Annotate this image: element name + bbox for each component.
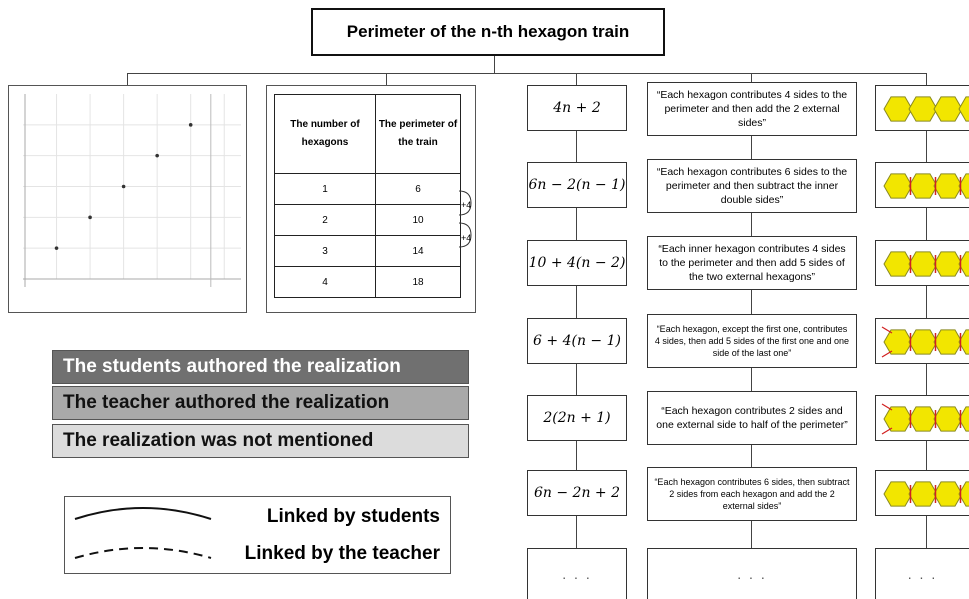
hexagon-shape [883,96,913,122]
increment-bracket [458,190,472,216]
data-point [88,215,92,220]
table-cell: 18 [375,266,461,298]
legend-not-mentioned: The realization was not mentioned [52,424,469,458]
hexagon-shape [908,173,938,199]
hexagon-train-drawing [883,481,969,507]
increment-brackets [458,190,472,248]
explanation-box: “Each hexagon contributes 6 sides, then … [647,467,857,521]
hexagon-train-drawing [883,251,969,277]
explanation-box: “Each hexagon contributes 6 sides to the… [647,159,857,213]
data-point [155,153,159,158]
perimeter-table-panel: The number of hexagons The perimeter of … [266,85,476,313]
hexagon-shape [958,251,969,277]
diagram-title: Perimeter of the n-th hexagon train [311,8,665,56]
table-cell: 2 [274,204,376,236]
hexagon-shape [958,481,969,507]
hexagon-train-image [875,162,969,208]
hexagon-train-image [875,395,969,441]
hexagon-train-drawing [881,403,969,435]
expression-box: 6n − 2n + 2 [527,470,627,516]
link-students-label: Linked by students [266,506,440,527]
table-row: 2 10 [274,204,461,236]
table-cell: 10 [375,204,461,236]
hexagon-shape [933,329,963,355]
hexagon-shape [933,481,963,507]
table-row: 1 6 [274,173,461,205]
hexagon-shape [883,481,913,507]
link-teacher-label: Linked by the teacher [244,543,440,564]
connector-scatter [127,73,128,85]
scatter-plot-panel [8,85,247,313]
mark-line [881,350,893,358]
expression-box: 10 + 4(n − 2) [527,240,627,286]
link-legend: Linked by students Linked by the teacher [64,496,451,574]
hexagon-shape [933,173,963,199]
link-students-row: Linked by students [65,499,450,535]
increment-label: +4 [461,233,472,243]
hexagon-shape [908,329,938,355]
hexagon-train-drawing [883,173,969,199]
explanation-ellipsis: . . . [647,548,857,599]
table-row: 3 14 [274,235,461,267]
perimeter-table: The number of hexagons The perimeter of … [274,94,461,298]
table-cell: 3 [274,235,376,267]
hexagon-shape [883,173,913,199]
hexagon-shape [908,481,938,507]
connector-table [386,73,387,85]
hexagon-shape [958,329,969,355]
data-point [188,123,193,127]
explanation-box: “Each hexagon, except the first one, con… [647,314,857,368]
table-header-hexagons: The number of hexagons [274,94,376,174]
hexagon-shape [933,406,963,432]
hexagon-shape [933,251,963,277]
hexagon-shape [883,329,913,355]
mark-line [881,427,893,435]
explanation-box: “Each inner hexagon contributes 4 sides … [647,236,857,290]
connector-horizontal [127,73,927,74]
expression-box: 2(2n + 1) [527,395,627,441]
hexagon-train-image [875,318,969,364]
dashed-arc-icon [74,547,212,559]
hexagon-shape [908,251,938,277]
increment-label: +4 [461,200,472,210]
hexagon-shape [883,251,913,277]
legend-students-authored: The students authored the realization [52,350,469,384]
mark-line [881,403,893,411]
connector-title-stem [494,56,495,73]
hexagon-train-drawing [883,96,969,122]
table-cell: 1 [274,173,376,205]
hexagon-train-image [875,470,969,516]
table-cell: 4 [274,266,376,298]
hexagon-shape [958,173,969,199]
solid-arc-icon [74,507,212,520]
table-row: 4 18 [274,266,461,298]
increment-bracket [458,222,472,248]
expression-box: 4n + 2 [527,85,627,131]
hexagon-shape [933,96,963,122]
explanation-box: “Each hexagon contributes 2 sides and on… [647,391,857,445]
data-point [54,246,59,250]
table-cell: 6 [375,173,461,205]
hexagon-shape [883,406,913,432]
image-ellipsis: . . . [875,548,969,599]
explanation-box: “Each hexagon contributes 4 sides to the… [647,82,857,136]
hexagon-shape [908,96,938,122]
mark-line [881,326,893,334]
table-header-perimeter: The perimeter of the train [375,94,461,174]
hexagon-train-image [875,85,969,131]
expression-box: 6 + 4(n − 1) [527,318,627,364]
table-cell: 14 [375,235,461,267]
hexagon-shape [958,96,969,122]
expression-box: 6n − 2(n − 1) [527,162,627,208]
scatter-plot [23,94,241,287]
expression-ellipsis: . . . [527,548,627,599]
hexagon-train-drawing [881,326,969,358]
hexagon-shape [908,406,938,432]
link-teacher-row: Linked by the teacher [65,536,450,572]
hexagon-train-image [875,240,969,286]
data-point [121,184,126,189]
legend-teacher-authored: The teacher authored the realization [52,386,469,420]
hexagon-shape [958,406,969,432]
